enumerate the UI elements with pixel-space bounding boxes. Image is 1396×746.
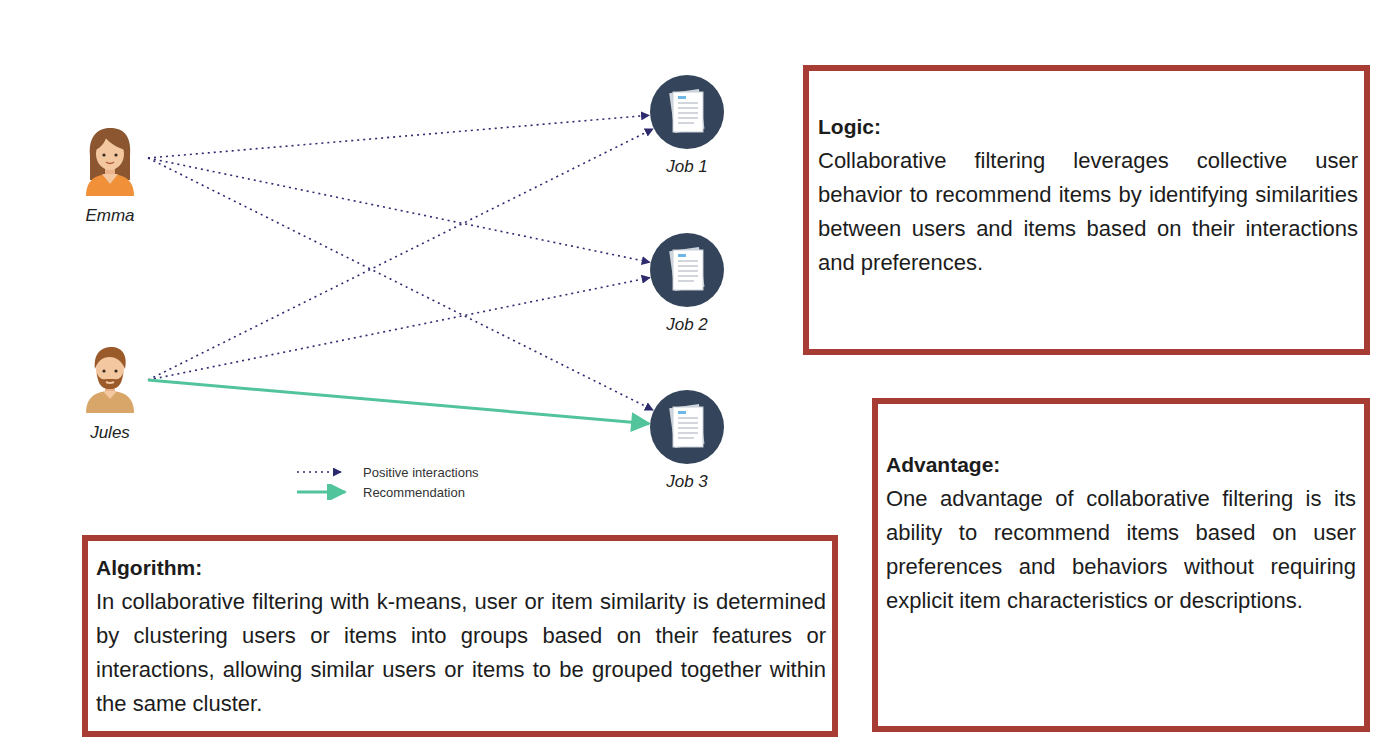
recommendation-arrow — [148, 380, 649, 424]
person-node: Emma — [78, 126, 142, 226]
document-icon — [650, 75, 724, 149]
interaction-arrow — [148, 115, 649, 158]
person-illustration — [78, 343, 142, 413]
job-circle — [650, 75, 724, 149]
legend-row: Recommendation — [295, 482, 479, 502]
person-icon — [78, 126, 142, 196]
person-icon — [78, 343, 142, 413]
legend-row: Positive interactions — [295, 462, 479, 482]
legend-text: Recommendation — [363, 485, 465, 500]
interaction-arrow — [148, 129, 653, 380]
box-heading: Algorithm: — [96, 551, 826, 585]
legend-text: Positive interactions — [363, 465, 479, 480]
job-node: Job 2 — [640, 233, 734, 335]
job-node: Job 3 — [640, 390, 734, 492]
person-name: Jules — [90, 423, 130, 443]
job-label: Job 1 — [666, 157, 708, 177]
interaction-arrow — [148, 158, 650, 262]
box-heading: Advantage: — [886, 448, 1356, 482]
advantage-box: Advantage:One advantage of collaborative… — [872, 398, 1370, 732]
legend-sample — [295, 484, 355, 500]
job-circle — [650, 233, 724, 307]
box-heading: Logic: — [818, 110, 1358, 144]
job-label: Job 3 — [666, 472, 708, 492]
box-body: Collaborative filtering leverages collec… — [818, 144, 1358, 280]
legend-sample — [295, 464, 355, 480]
legend: Positive interactionsRecommendation — [295, 462, 479, 502]
job-circle — [650, 390, 724, 464]
document-icon — [650, 390, 724, 464]
document-icon — [650, 233, 724, 307]
logic-box: Logic:Collaborative filtering leverages … — [803, 65, 1370, 355]
job-label: Job 2 — [666, 315, 708, 335]
person-name: Emma — [85, 206, 134, 226]
job-node: Job 1 — [640, 75, 734, 177]
box-body: In collaborative filtering with k-means,… — [96, 585, 826, 721]
interaction-arrow — [148, 278, 650, 380]
algorithm-box: Algorithm:In collaborative filtering wit… — [82, 535, 838, 737]
box-body: One advantage of collaborative filtering… — [886, 482, 1356, 618]
person-illustration — [78, 126, 142, 196]
interaction-arrow — [148, 158, 653, 410]
person-node: Jules — [78, 343, 142, 443]
